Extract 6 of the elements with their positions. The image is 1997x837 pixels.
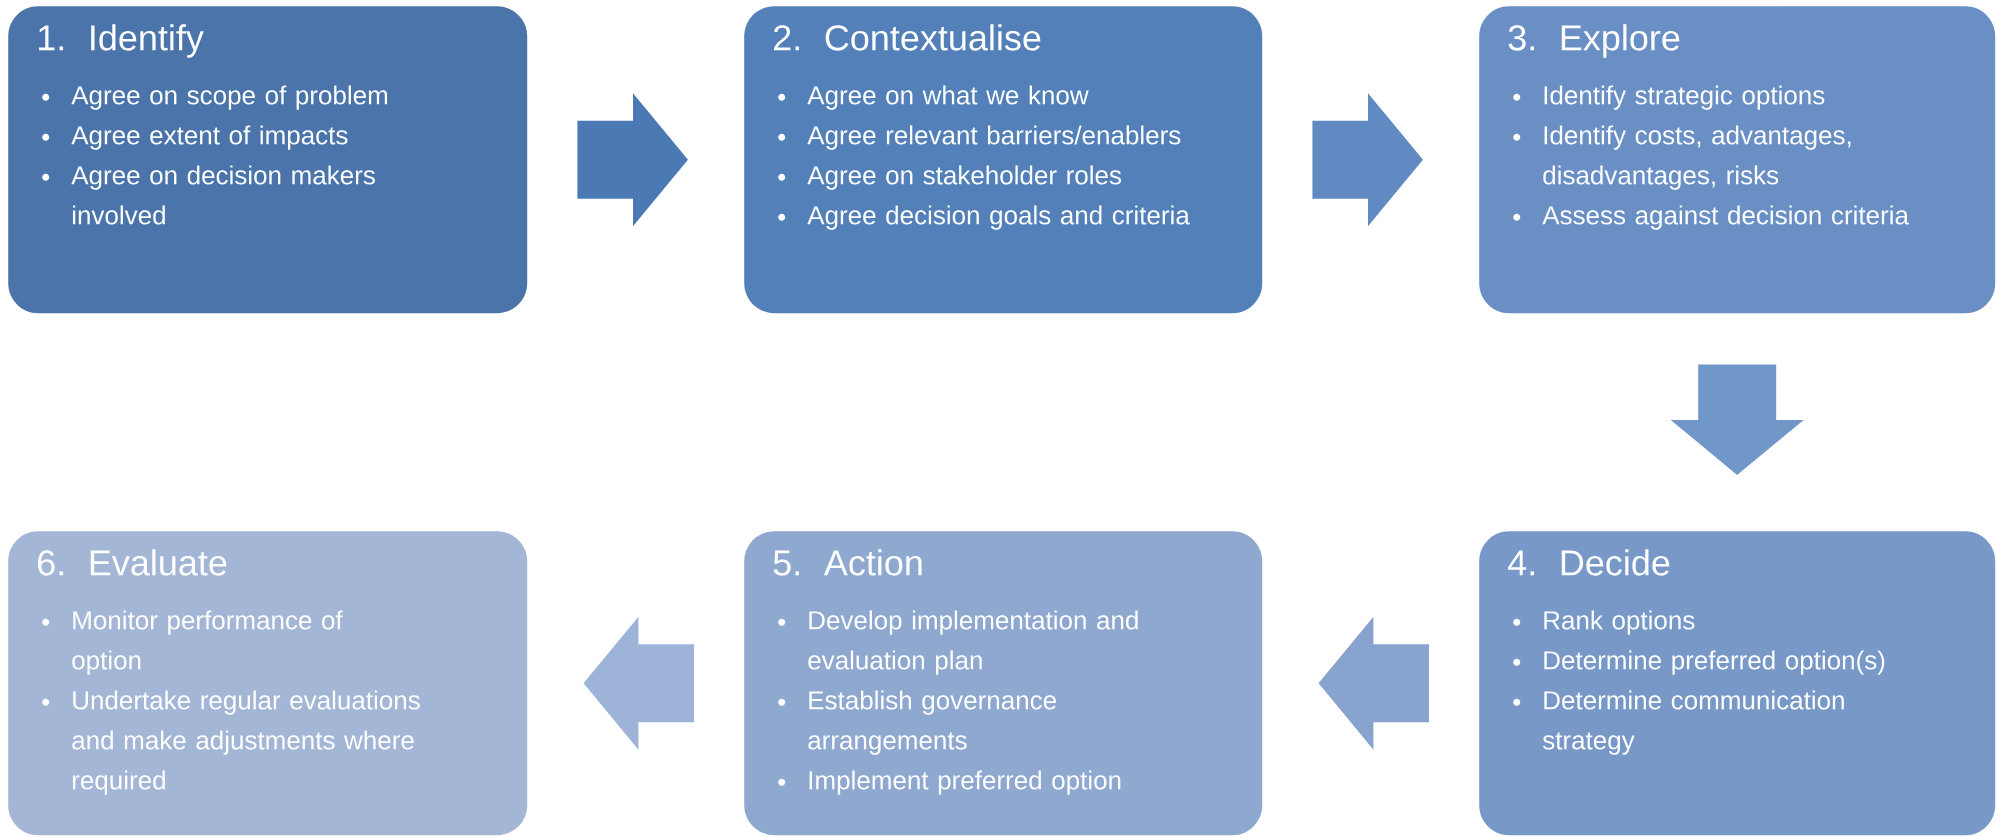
step-box: 1. Identify Agree on scope of problem Agree extent of impacts Agree on decision makers involved <box>8 6 528 314</box>
step-box: 2. Contextualise Agree on what we know Agree relevant barriers/enablers Agree on stakeholder roles Agree decision goals and criteria <box>744 6 1263 314</box>
step-box: 4. Decide Rank options Determine preferred option(s) Determine communication strategy <box>1479 531 1996 836</box>
step-box: 5. Action Develop implementation and evaluation plan Establish governance arrangements Implement preferred option <box>744 531 1263 836</box>
step-box: 3. Explore Identify strategic options Identify costs, advantages, disadvantages, risks Assess against decision criteria <box>1479 6 1996 314</box>
step-box: 6. Evaluate Monitor performance of option Undertake regular evaluations and make adjustments where required <box>8 531 528 836</box>
